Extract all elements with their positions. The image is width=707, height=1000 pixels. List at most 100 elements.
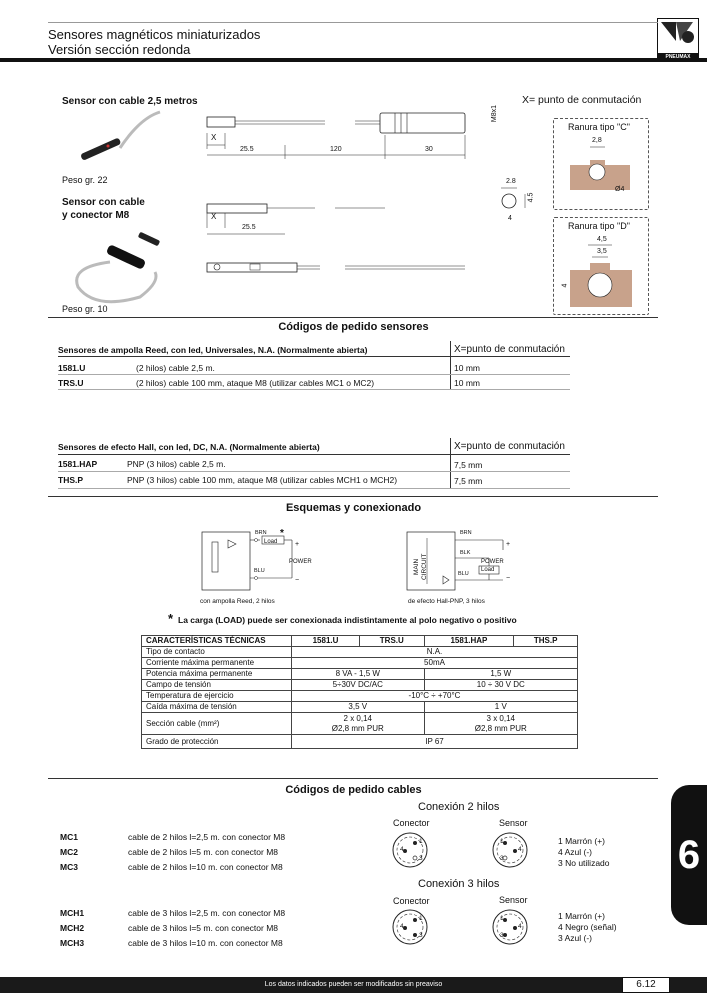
sensor-connector-title-1: Sensor con cable (62, 197, 145, 208)
spec-value: 2 x 0,14 Ø2,8 mm PUR (291, 712, 425, 735)
reed-brn: BRN (255, 530, 267, 536)
section-hall-1: 3 x 0,14 (486, 713, 515, 723)
hall-minus: − (506, 575, 511, 582)
sensor-connector-title-2: y conector M8 (62, 210, 130, 221)
hall-row-desc-2: PNP (3 hilos) cable 100 mm, ataque M8 (u… (127, 475, 398, 485)
hall-line-2 (58, 471, 570, 472)
cable-desc-mch3: cable de 3 hilos l=10 m. con conector M8 (128, 938, 283, 948)
three-wire-title: Conexión 3 hilos (418, 878, 500, 890)
title-line-2: Versión sección redonda (48, 42, 191, 57)
three-wire-legend-2: 4 Negro (señal) (558, 922, 617, 932)
cable-codes-title: Códigos de pedido cables (285, 784, 422, 796)
groove-d-label: Ranura tipo "D" (568, 221, 630, 231)
dim-25-5: 25.5 (240, 146, 254, 153)
groove-d-dim-35: 3,5 (597, 248, 607, 255)
reed-row-desc-2: (2 hilos) cable 100 mm, ataque M8 (utili… (136, 378, 375, 388)
spec-value: 8 VA - 1,5 W (291, 668, 425, 680)
reed-load: Load (264, 539, 278, 545)
reed-line-2 (58, 374, 570, 375)
s3-pin-4: 4 (518, 923, 522, 930)
hall-vline (450, 438, 451, 488)
reed-x-header: X=punto de conmutación (454, 344, 565, 355)
spec-row: Tipo de contacto N.A. (141, 646, 578, 658)
logo-icon (661, 22, 694, 43)
hall-header: Sensores de efecto Hall, con led, DC, N.… (58, 442, 320, 452)
c3-pin-1: 1 (419, 915, 423, 922)
hall-main: MAIN (413, 558, 420, 575)
header-rule (0, 58, 707, 62)
three-wire-legend-1: 1 Marrón (+) (558, 911, 605, 921)
spec-header-0: CARACTERÍSTICAS TÉCNICAS (141, 635, 292, 647)
cable-desc-mc2: cable de 2 hilos l=5 m. con conector M8 (128, 847, 279, 857)
three-wire-connectors (392, 909, 528, 945)
spec-header-4: THS.P (513, 635, 578, 647)
reed-line-1 (58, 356, 570, 357)
spec-label: Temperatura de ejercicio (141, 690, 292, 702)
cable-desc-mc1: cable de 2 hilos l=2,5 m. con conector M… (128, 832, 286, 842)
dim-120: 120 (330, 146, 342, 153)
hall-brn: BRN (460, 530, 472, 536)
hall-row-x-2: 7,5 mm (454, 476, 483, 486)
spec-row: Corriente máxima permanente 50mA (141, 657, 578, 669)
spec-row: Caída máxima de tensión 3,5 V 1 V (141, 701, 579, 713)
x-note: X= punto de conmutación (522, 94, 642, 106)
dim-25-5-b: 25.5 (242, 224, 256, 231)
two-wire-conector-label: Conector (393, 818, 430, 828)
hall-row-desc-1: PNP (3 hilos) cable 2,5 m. (127, 459, 226, 469)
spec-label: Grado de protección (141, 734, 292, 749)
cable-desc-mc3: cable de 2 hilos l=10 m. con conector M8 (128, 862, 283, 872)
two-wire-legend-3: 3 No utilizado (558, 858, 610, 868)
groove-d-dim-4: 4 (561, 283, 569, 288)
hall-circuit: CIRCUIT (421, 553, 428, 580)
c2-pin-1: 1 (419, 838, 423, 845)
section-hall-2: Ø2,8 mm PUR (474, 723, 527, 733)
spec-label: Corriente máxima permanente (141, 657, 292, 669)
reed-caption: con ampolla Reed, 2 hilos (200, 598, 275, 605)
header-rule-thin (48, 22, 658, 23)
reed-header: Sensores de ampolla Reed, con led, Unive… (58, 345, 368, 355)
groove-d-box (553, 217, 649, 315)
spec-row: Temperatura de ejercicio -10°C ÷ +70°C (141, 690, 578, 702)
reed-row-x-2: 10 mm (454, 378, 480, 388)
hall-line-3 (58, 488, 570, 489)
spec-value: IP 67 (291, 734, 578, 749)
chapter-tab[interactable]: 6 (671, 785, 707, 925)
spec-value: 3 x 0,14 Ø2,8 mm PUR (423, 712, 579, 735)
c2-pin-4: 4 (400, 846, 404, 853)
reed-minus: − (295, 577, 300, 584)
spec-value: 1 V (423, 701, 579, 713)
note-star: * (168, 611, 174, 626)
hall-row-code-1: 1581.HAP (58, 459, 98, 469)
section-reed-2: Ø2,8 mm PUR (331, 723, 384, 733)
sensor-section-drawing (501, 187, 526, 209)
hall-row-code-2: THS.P (58, 475, 84, 485)
sensor-cable-title: Sensor con cable 2,5 metros (62, 96, 198, 107)
spec-header-row: CARACTERÍSTICAS TÉCNICAS 1581.U TRS.U 15… (141, 635, 578, 647)
s2-pin-4: 4 (518, 846, 522, 853)
spec-value: 1,5 W (423, 668, 579, 680)
spec-header-2: TRS.U (359, 635, 425, 647)
load-note: La carga (LOAD) puede ser conexionada in… (178, 615, 517, 625)
dim-x-2: X (211, 212, 217, 221)
page-number: 6.12 (622, 977, 670, 993)
hall-schematic (406, 531, 504, 591)
spec-row: Sección cable (mm²) 2 x 0,14 Ø2,8 mm PUR… (141, 712, 579, 735)
hall-x-header: X=punto de conmutación (454, 441, 565, 452)
three-wire-legend-3: 3 Azul (-) (558, 933, 593, 943)
reed-line-3 (58, 389, 570, 390)
dim-m8: M8x1 (491, 104, 499, 123)
two-wire-sensor-label: Sensor (499, 818, 528, 828)
s3-pin-1: 1 (500, 915, 504, 922)
groove-c-dim-o4: Ø4 (615, 186, 625, 193)
cable-code-mc3: MC3 (60, 862, 78, 872)
reed-schematic (201, 531, 293, 591)
spec-row: Campo de tensión 5÷30V DC/AC 10 ÷ 30 V D… (141, 679, 579, 691)
spec-header-1: 1581.U (290, 635, 361, 647)
groove-d-dim-45: 4,5 (597, 236, 607, 243)
cable-desc-mch1: cable de 3 hilos l=2,5 m. con conector M… (128, 908, 286, 918)
divider-2 (48, 496, 658, 497)
hall-caption: de efecto Hall-PNP, 3 hilos (408, 598, 485, 605)
hall-blk: BLK (460, 550, 471, 556)
divider-3 (48, 778, 658, 779)
spec-row: Grado de protección IP 67 (141, 734, 578, 749)
